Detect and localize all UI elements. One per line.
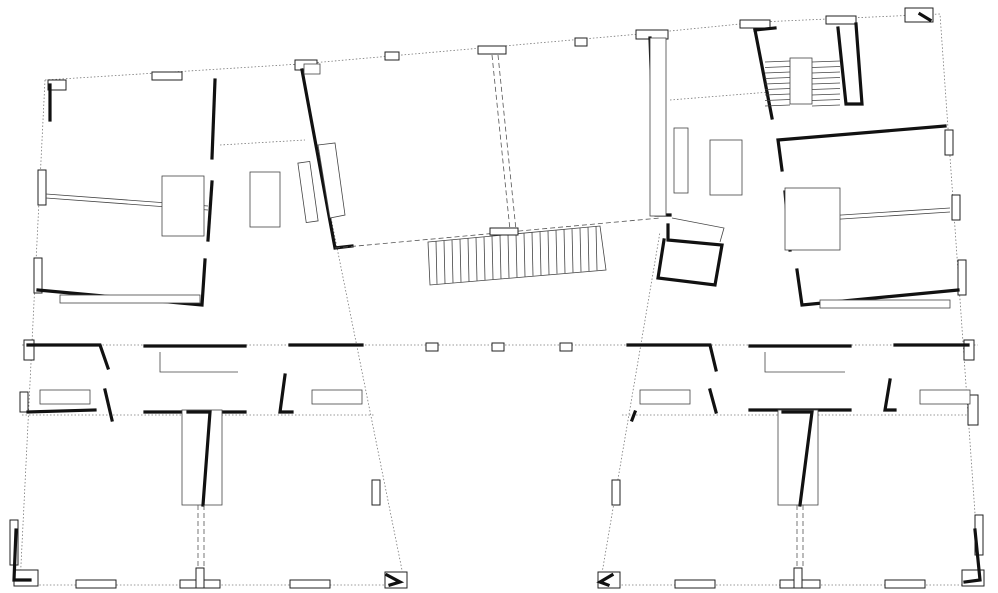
stair-tread [571, 228, 574, 273]
left-bathrooms [26, 343, 364, 589]
stair-tread [811, 88, 841, 90]
column [13, 569, 39, 587]
window [674, 579, 716, 589]
stair-tread [483, 236, 486, 281]
column [967, 394, 979, 426]
stair-landing-column [489, 227, 519, 236]
stair-tread [523, 232, 526, 277]
window [884, 579, 926, 589]
stair-tread [764, 77, 791, 79]
radiator [59, 294, 201, 304]
window [371, 479, 381, 506]
stair-tread [587, 226, 590, 272]
window [37, 169, 47, 206]
stair-tread [764, 88, 791, 90]
main-staircase [427, 225, 607, 286]
stair-tread [459, 238, 462, 283]
stair-tread [475, 237, 478, 281]
right-bathrooms [626, 343, 971, 589]
stair-tread [515, 233, 518, 278]
stair-tread [764, 60, 791, 63]
secondary-staircase [753, 22, 864, 120]
stair-tread [811, 99, 841, 101]
stair-tread [811, 71, 841, 74]
stair-tread [811, 77, 841, 79]
window [289, 579, 331, 589]
stair-tread [491, 235, 494, 280]
stair-tread [539, 231, 542, 276]
furniture-block [709, 139, 743, 196]
stair-tread [811, 104, 841, 107]
radiator [819, 299, 951, 309]
column [963, 339, 975, 361]
window [957, 259, 967, 296]
stair-landing [789, 57, 813, 105]
stair-tread [764, 82, 791, 85]
central-hall [297, 36, 743, 250]
column [47, 79, 67, 91]
window [574, 37, 588, 47]
stair-tread [811, 66, 841, 68]
stair-tread [507, 234, 510, 279]
lower-corners [12, 11, 982, 588]
stair-tread [531, 232, 534, 276]
column [23, 339, 35, 361]
stair-tread [811, 93, 841, 96]
column [491, 342, 505, 352]
table [784, 187, 841, 251]
stair-tread [764, 66, 791, 68]
window [75, 579, 117, 589]
window [825, 15, 857, 25]
stair-tread [811, 60, 841, 63]
stair-tread [764, 104, 791, 107]
stair-tread [499, 235, 502, 279]
window [611, 479, 621, 506]
window [951, 194, 961, 221]
stair-tread [563, 229, 566, 274]
column [19, 391, 29, 413]
window [739, 19, 771, 29]
furniture-block [249, 171, 281, 228]
window [151, 71, 183, 81]
stair-tread [443, 240, 446, 284]
stair-tread [435, 241, 438, 285]
stair-tread [467, 238, 470, 282]
stair-tread [451, 239, 454, 283]
window [33, 257, 43, 294]
stair-tread [811, 82, 841, 85]
right-upper-room [776, 124, 960, 309]
stair-tread [764, 93, 791, 96]
stair-tread [764, 71, 791, 74]
stair-tread [555, 229, 558, 274]
stair-tread [595, 226, 598, 271]
stair-tread [547, 230, 550, 275]
stair-tread [764, 99, 791, 101]
column [559, 342, 573, 352]
window [384, 51, 400, 61]
window [944, 129, 954, 156]
window [477, 45, 507, 55]
stair-tread [579, 227, 582, 272]
stair-outline [427, 225, 607, 286]
column [425, 342, 439, 352]
table [161, 175, 205, 237]
left-upper-room [36, 78, 281, 307]
small-room [656, 217, 725, 287]
